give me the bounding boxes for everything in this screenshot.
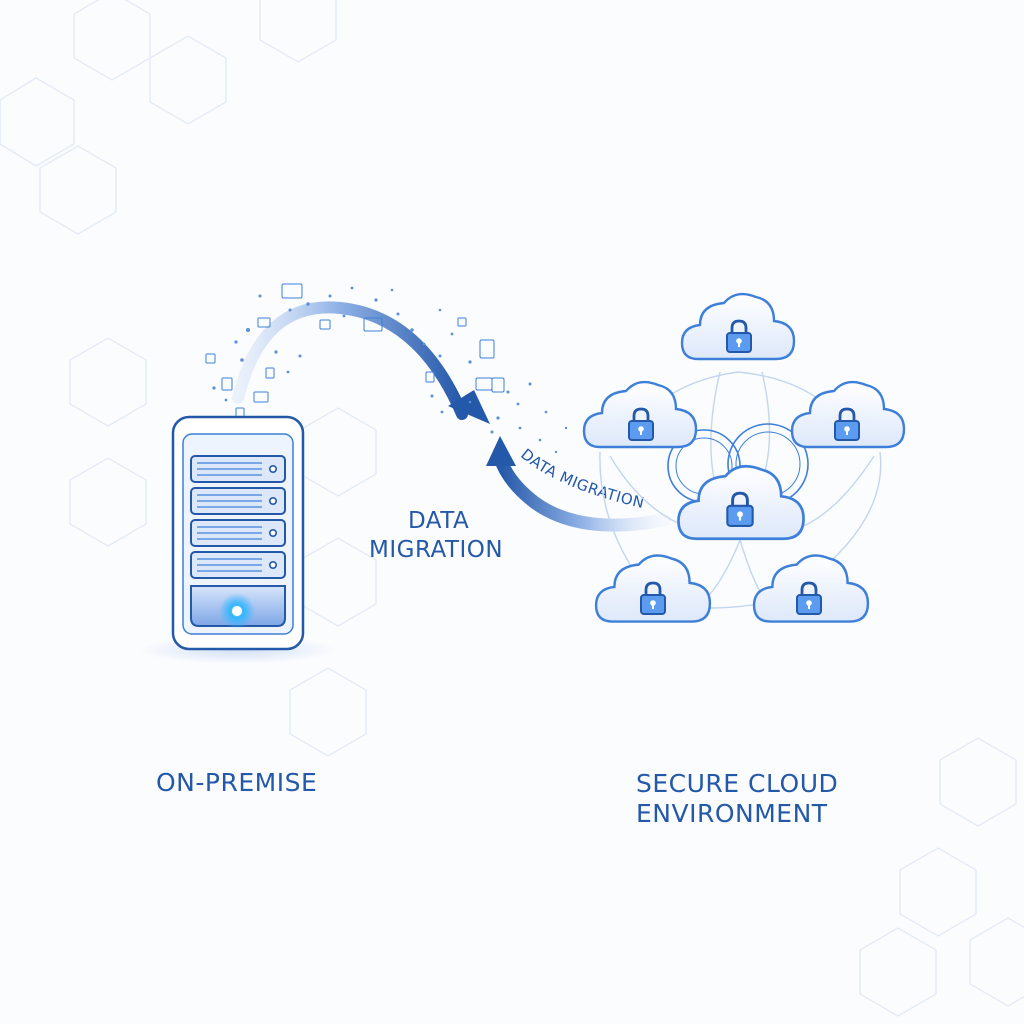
data-particles [205, 283, 568, 454]
document-icon [257, 317, 271, 328]
migration-title-line2: MIGRATION [369, 537, 504, 563]
document-icon [265, 367, 275, 379]
cloud-icon [582, 380, 698, 449]
migration-arrow-inbound: DATA MIGRATION [486, 436, 671, 532]
cloud-icon [680, 292, 796, 361]
cloud-label-line1: SECURE CLOUD [636, 769, 839, 798]
cloud-icon [677, 464, 805, 541]
document-icon [205, 353, 216, 364]
cloud-icon [594, 554, 712, 623]
document-icon [491, 377, 505, 393]
document-icon [221, 377, 233, 391]
arrowhead-icon [448, 390, 490, 424]
arrowhead-icon [486, 436, 516, 466]
server-icon [138, 415, 338, 664]
document-icon [253, 391, 269, 403]
migration-title-line1: DATA [408, 508, 470, 534]
document-icon [475, 377, 493, 391]
migration-arrow-outbound [232, 301, 490, 424]
document-icon [457, 317, 467, 327]
on-premise-label: ON-PREMISE [156, 768, 318, 797]
document-icon [363, 317, 383, 332]
document-icon [425, 371, 435, 383]
document-icon [281, 283, 303, 299]
document-icon [479, 339, 495, 359]
document-icon [319, 319, 331, 330]
cloud-icon [752, 554, 870, 623]
cloud-label-line2: ENVIRONMENT [636, 799, 828, 828]
cloud-icon [790, 380, 906, 449]
